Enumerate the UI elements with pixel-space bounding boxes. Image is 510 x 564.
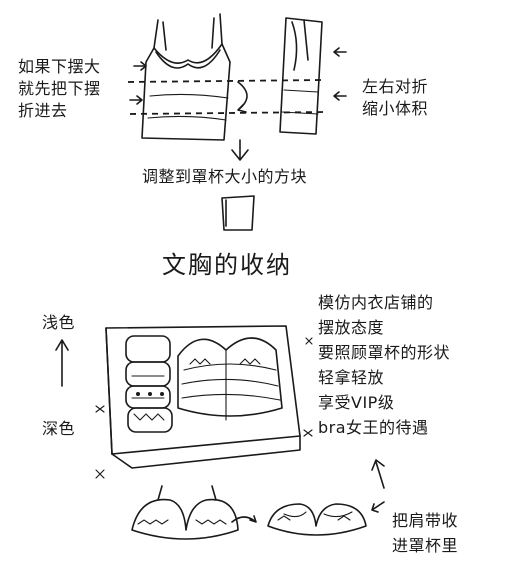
camisole-drawing [141,13,231,141]
strap-tuck-note-line: 进罩杯里 [392,536,459,555]
bra-tucked-drawing [267,503,367,536]
fold-result-caption: 调整到罩杯大小的方块 [142,167,308,186]
fold-in-arrow-icon [237,81,248,113]
tip-line: 要照顾罩杯的形状 [318,343,451,362]
arrow-down-icon [231,139,249,161]
fold-line-upper [127,79,323,83]
storage-tips: 模仿内衣店铺的 摆放态度 要照顾罩杯的形状 轻拿轻放 享受VIP级 bra女王的… [318,292,450,439]
strap-tuck-note: 把肩带收 进罩杯里 [392,510,458,557]
tip-line: 模仿内衣店铺的 [318,293,434,312]
tip-line: 轻拿轻放 [318,368,385,387]
transform-arrow-icon [231,515,257,523]
fold-half-note-line: 左右对折 [362,77,429,96]
fold-hem-note-line: 如果下摆大 [18,57,101,76]
sparkle-icon [95,337,313,479]
arrow-left-icon [333,47,347,57]
arrow-right-icon [129,95,143,105]
storage-box-drawing [105,325,301,469]
bra-open-drawing [131,485,239,540]
stacked-bras-drawing [177,337,283,421]
scale-light-label: 浅色 [42,313,76,332]
folded-square-drawing [221,195,255,231]
tip-line: 摆放态度 [318,318,385,337]
tip-line: bra女王的待遇 [318,418,429,437]
scale-arrow-icon [55,339,69,387]
fold-half-note: 左右对折 缩小体积 [362,76,428,120]
arrow-left-icon [371,501,385,513]
scale-dark-label: 深色 [42,419,76,438]
fold-hem-note: 如果下摆大 就先把下摆 折进去 [18,56,101,122]
folded-camisole-drawing [279,17,323,135]
section-heading: 文胸的收纳 [162,251,292,279]
fold-hem-note-line: 折进去 [18,101,68,120]
arrow-left-icon [333,91,347,101]
fold-hem-note-line: 就先把下摆 [18,79,101,98]
strap-tuck-note-line: 把肩带收 [392,511,459,530]
arrow-right-icon [133,61,147,71]
fold-line-lower [129,111,327,115]
tip-line: 享受VIP级 [318,393,395,412]
arrow-up-icon [371,459,385,489]
fold-half-note-line: 缩小体积 [362,99,429,118]
rolled-underwear-stack [125,335,173,433]
